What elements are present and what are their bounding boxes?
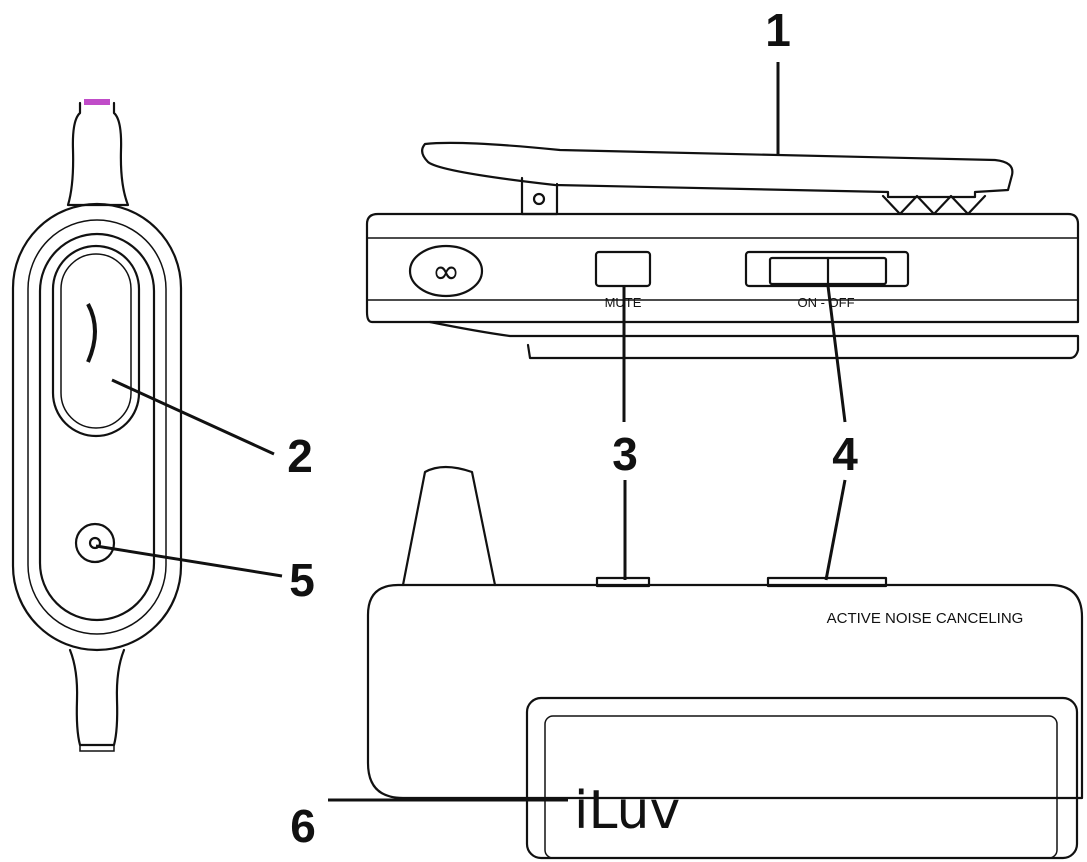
on-off-label: ON - OFF xyxy=(797,295,854,310)
anc-label: ACTIVE NOISE CANCELING xyxy=(827,610,1024,627)
brand-logo: iLuv xyxy=(574,781,680,841)
leader-2 xyxy=(111,378,275,456)
microphone xyxy=(74,522,116,564)
leader-5 xyxy=(95,544,283,578)
side-base xyxy=(428,320,1080,360)
cable-tip-top xyxy=(84,99,110,105)
mute-button xyxy=(594,250,652,288)
link-icon: ∞ xyxy=(432,252,460,292)
top-housing xyxy=(366,583,1084,800)
inline-remote xyxy=(11,99,183,752)
phone-icon xyxy=(86,303,97,363)
bottom-cable xyxy=(68,648,126,747)
clip-pin xyxy=(532,192,546,206)
remote-body-inner xyxy=(27,219,167,635)
callout-6: 6 xyxy=(290,800,316,852)
microphone-hole xyxy=(88,536,102,550)
remote-face xyxy=(38,232,156,622)
pairing-button xyxy=(408,244,484,298)
top-clip-plate-inner xyxy=(544,715,1058,859)
top-view-post xyxy=(401,465,497,587)
callout-2: 2 xyxy=(287,430,313,482)
call-button xyxy=(51,244,141,438)
top-view: ACTIVE NOISE CANCELING iLuv xyxy=(366,465,1084,860)
power-switch-slot xyxy=(744,250,910,288)
clip-spring xyxy=(881,194,987,216)
side-housing xyxy=(365,212,1080,324)
top-cable xyxy=(66,101,130,207)
belt-clip xyxy=(421,141,1014,199)
call-button-inner xyxy=(60,253,132,429)
callout-3: 3 xyxy=(612,428,638,480)
callouts: 1 2 3 4 5 6 xyxy=(287,4,858,852)
leader-lines xyxy=(95,62,847,802)
remote-body-outer xyxy=(11,202,183,652)
cable-tip-bottom xyxy=(79,744,115,752)
leader-4-bottom xyxy=(824,479,847,581)
leader-4-top xyxy=(826,285,847,423)
callout-1: 1 xyxy=(765,4,791,56)
callout-5: 5 xyxy=(289,554,315,606)
side-view: ∞ MUTE ON - OFF xyxy=(365,141,1080,360)
callout-4: 4 xyxy=(832,428,858,480)
